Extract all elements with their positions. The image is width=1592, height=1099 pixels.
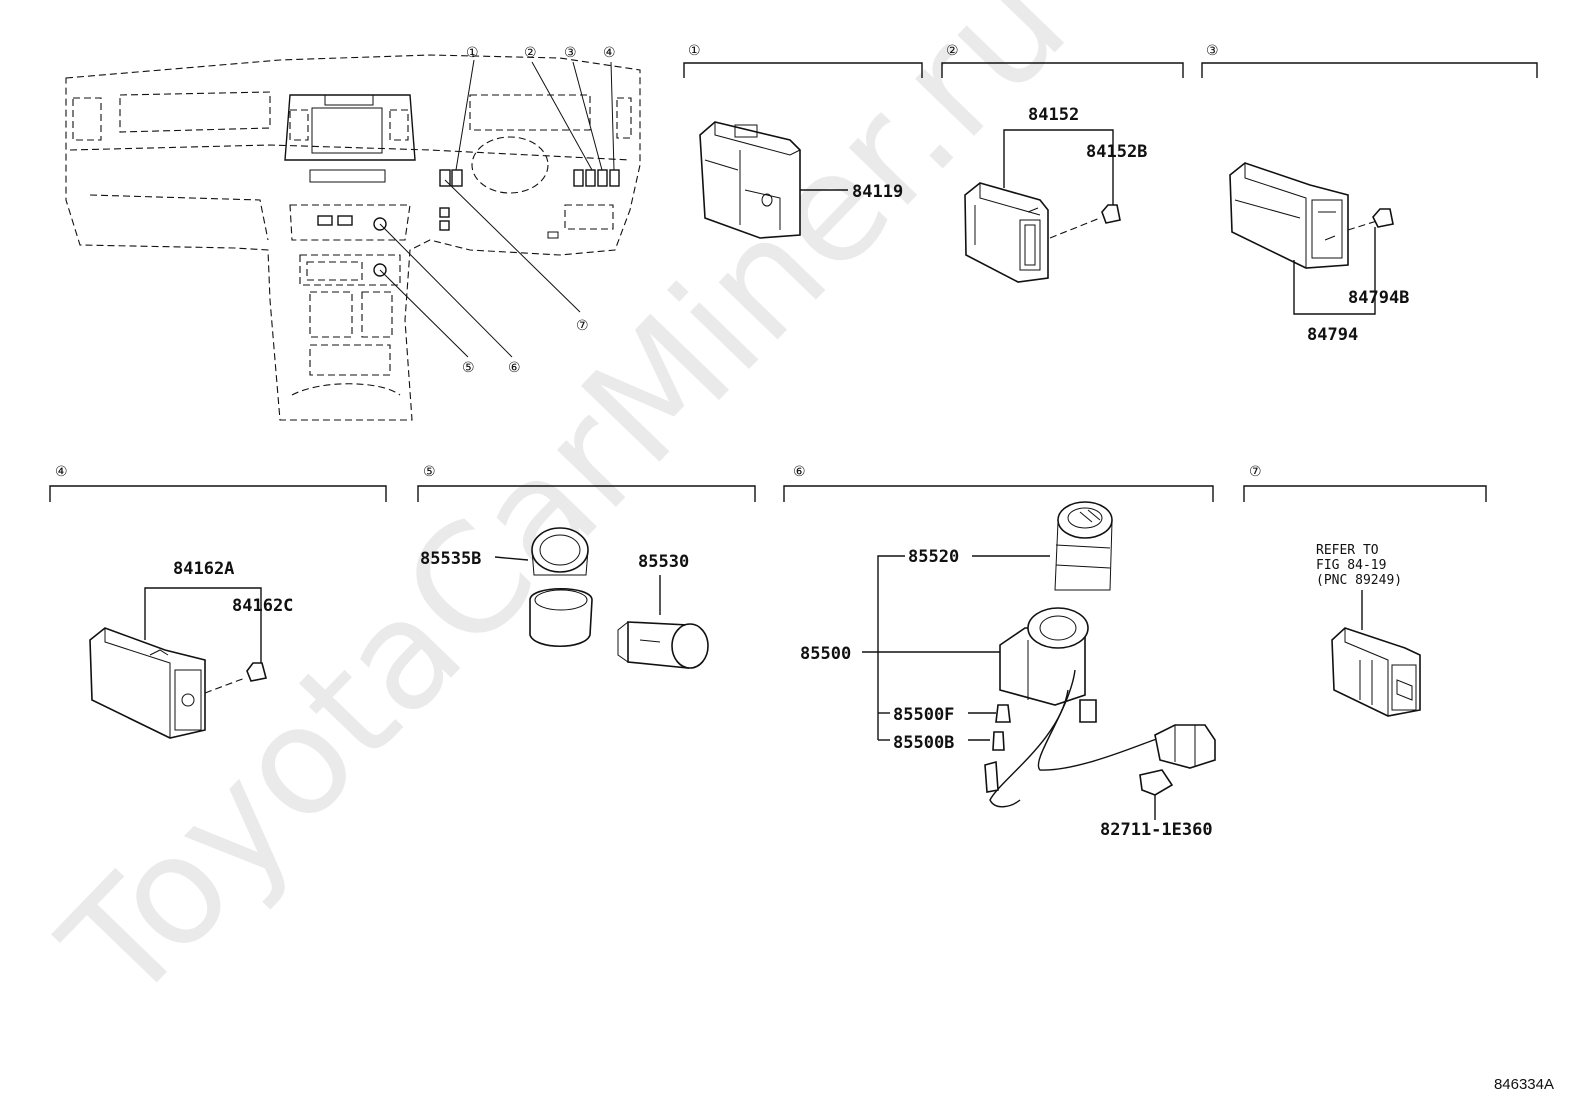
label-85500: 85500 — [800, 644, 851, 664]
label-84162C: 84162C — [232, 596, 293, 616]
label-85530: 85530 — [638, 552, 689, 572]
label-84162A: 84162A — [173, 559, 234, 579]
section-1-number: ① — [688, 43, 701, 59]
watermark: ToyotaCarMiner.ru — [30, 0, 1099, 1036]
section-4-number: ④ — [55, 464, 68, 480]
refer-line-2: FIG 84-19 — [1316, 558, 1386, 573]
label-84152: 84152 — [1028, 105, 1079, 125]
section-5: ⑤ 85535B 85530 — [417, 464, 756, 669]
overview-callout-6: ⑥ — [508, 360, 521, 376]
bulb-85500B — [992, 731, 1005, 751]
dashboard-overview: ① ② ③ ④ ⑦ ⑤ ⑥ — [65, 45, 641, 421]
overview-callout-2: ② — [524, 45, 537, 61]
label-85500F: 85500F — [893, 705, 954, 725]
section-4: ④ 84162A 84162C — [49, 464, 387, 739]
refer-line-3: (PNC 89249) — [1316, 573, 1402, 588]
overview-callout-5: ⑤ — [462, 360, 475, 376]
overview-callout-4: ④ — [603, 45, 616, 61]
lighter-knob-85520 — [1054, 501, 1113, 591]
switch-84119 — [699, 121, 801, 239]
overview-callout-3: ③ — [564, 45, 577, 61]
bulb-85500F — [995, 704, 1011, 723]
label-84794B: 84794B — [1348, 288, 1409, 308]
section-3-number: ③ — [1206, 43, 1219, 59]
label-84152B: 84152B — [1086, 142, 1147, 162]
section-2-number: ② — [946, 43, 959, 59]
label-85500B: 85500B — [893, 733, 954, 753]
section-5-number: ⑤ — [423, 464, 436, 480]
overview-callout-1: ① — [466, 45, 479, 61]
socket-85535B — [529, 527, 593, 648]
figure-id: 846334A — [1493, 1076, 1554, 1093]
section-6-number: ⑥ — [793, 464, 806, 480]
watermark-text: ToyotaCarMiner.ru — [30, 0, 1099, 1036]
label-84794: 84794 — [1307, 325, 1358, 345]
label-84119: 84119 — [852, 182, 903, 202]
lighter-socket-85500 — [999, 607, 1089, 706]
label-85520: 85520 — [908, 547, 959, 567]
switch-84794 — [1229, 162, 1349, 269]
label-82711-1E360: 82711-1E360 — [1100, 820, 1213, 840]
switch-ref-89249 — [1331, 627, 1421, 717]
overview-callout-7: ⑦ — [576, 318, 589, 334]
switch-84162A — [89, 627, 206, 739]
section-6: ⑥ 85520 85500 85500F 85500B 82711-1E360 — [783, 464, 1216, 840]
section-1: ① 84119 — [683, 43, 923, 239]
section-7-number: ⑦ — [1249, 464, 1262, 480]
section-3: ③ 84794B 84794 — [1201, 43, 1538, 345]
socket-85530 — [617, 621, 709, 669]
section-7: ⑦ REFER TO FIG 84-19 (PNC 89249) — [1243, 464, 1487, 717]
refer-line-1: REFER TO — [1316, 543, 1379, 558]
switch-84152 — [964, 182, 1049, 283]
section-2: ② 84152 84152B — [941, 43, 1184, 283]
label-85535B: 85535B — [420, 549, 481, 569]
